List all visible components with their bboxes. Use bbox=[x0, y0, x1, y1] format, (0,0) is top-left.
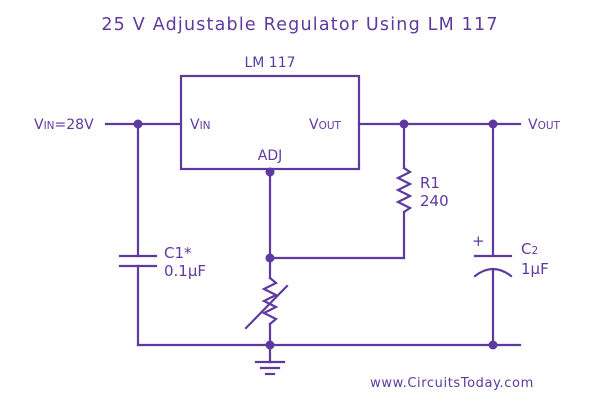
junction-dot-r1-adj bbox=[265, 253, 275, 263]
diagram-title: 25 V Adjustable Regulator Using LM 117 bbox=[101, 15, 498, 35]
c2-name-label: C2 bbox=[521, 240, 538, 258]
pot-variable-arrow bbox=[244, 284, 289, 330]
ic-pin-vin-label: VIN bbox=[190, 117, 211, 133]
junction-dot-c2-ground bbox=[488, 340, 498, 350]
ic-pin-vout-label: VOUT bbox=[309, 117, 342, 133]
r1-resistor bbox=[395, 166, 413, 214]
junction-dot-r1-top bbox=[399, 119, 409, 129]
c2-value-label: 1μF bbox=[521, 260, 549, 278]
junction-dot-input bbox=[133, 119, 143, 129]
junction-dot-pot-ground bbox=[265, 340, 275, 350]
junction-dot-c2-top bbox=[488, 119, 498, 129]
ic-name-label: LM 117 bbox=[244, 55, 295, 71]
r1-name-label: R1 bbox=[420, 174, 440, 192]
c1-name-label: C1* bbox=[164, 244, 192, 262]
c2-polarity-label: + bbox=[472, 232, 485, 250]
junction-dot-adj bbox=[265, 167, 275, 177]
footer-url: www.CircuitsToday.com bbox=[370, 376, 534, 391]
r1-value-label: 240 bbox=[420, 192, 449, 210]
c1-value-label: 0.1μF bbox=[164, 262, 206, 280]
input-voltage-label: VIN=28V bbox=[34, 117, 94, 133]
output-voltage-label: VOUT bbox=[528, 117, 561, 133]
potentiometer-body bbox=[261, 276, 279, 326]
ic-pin-adj-label: ADJ bbox=[258, 148, 283, 164]
